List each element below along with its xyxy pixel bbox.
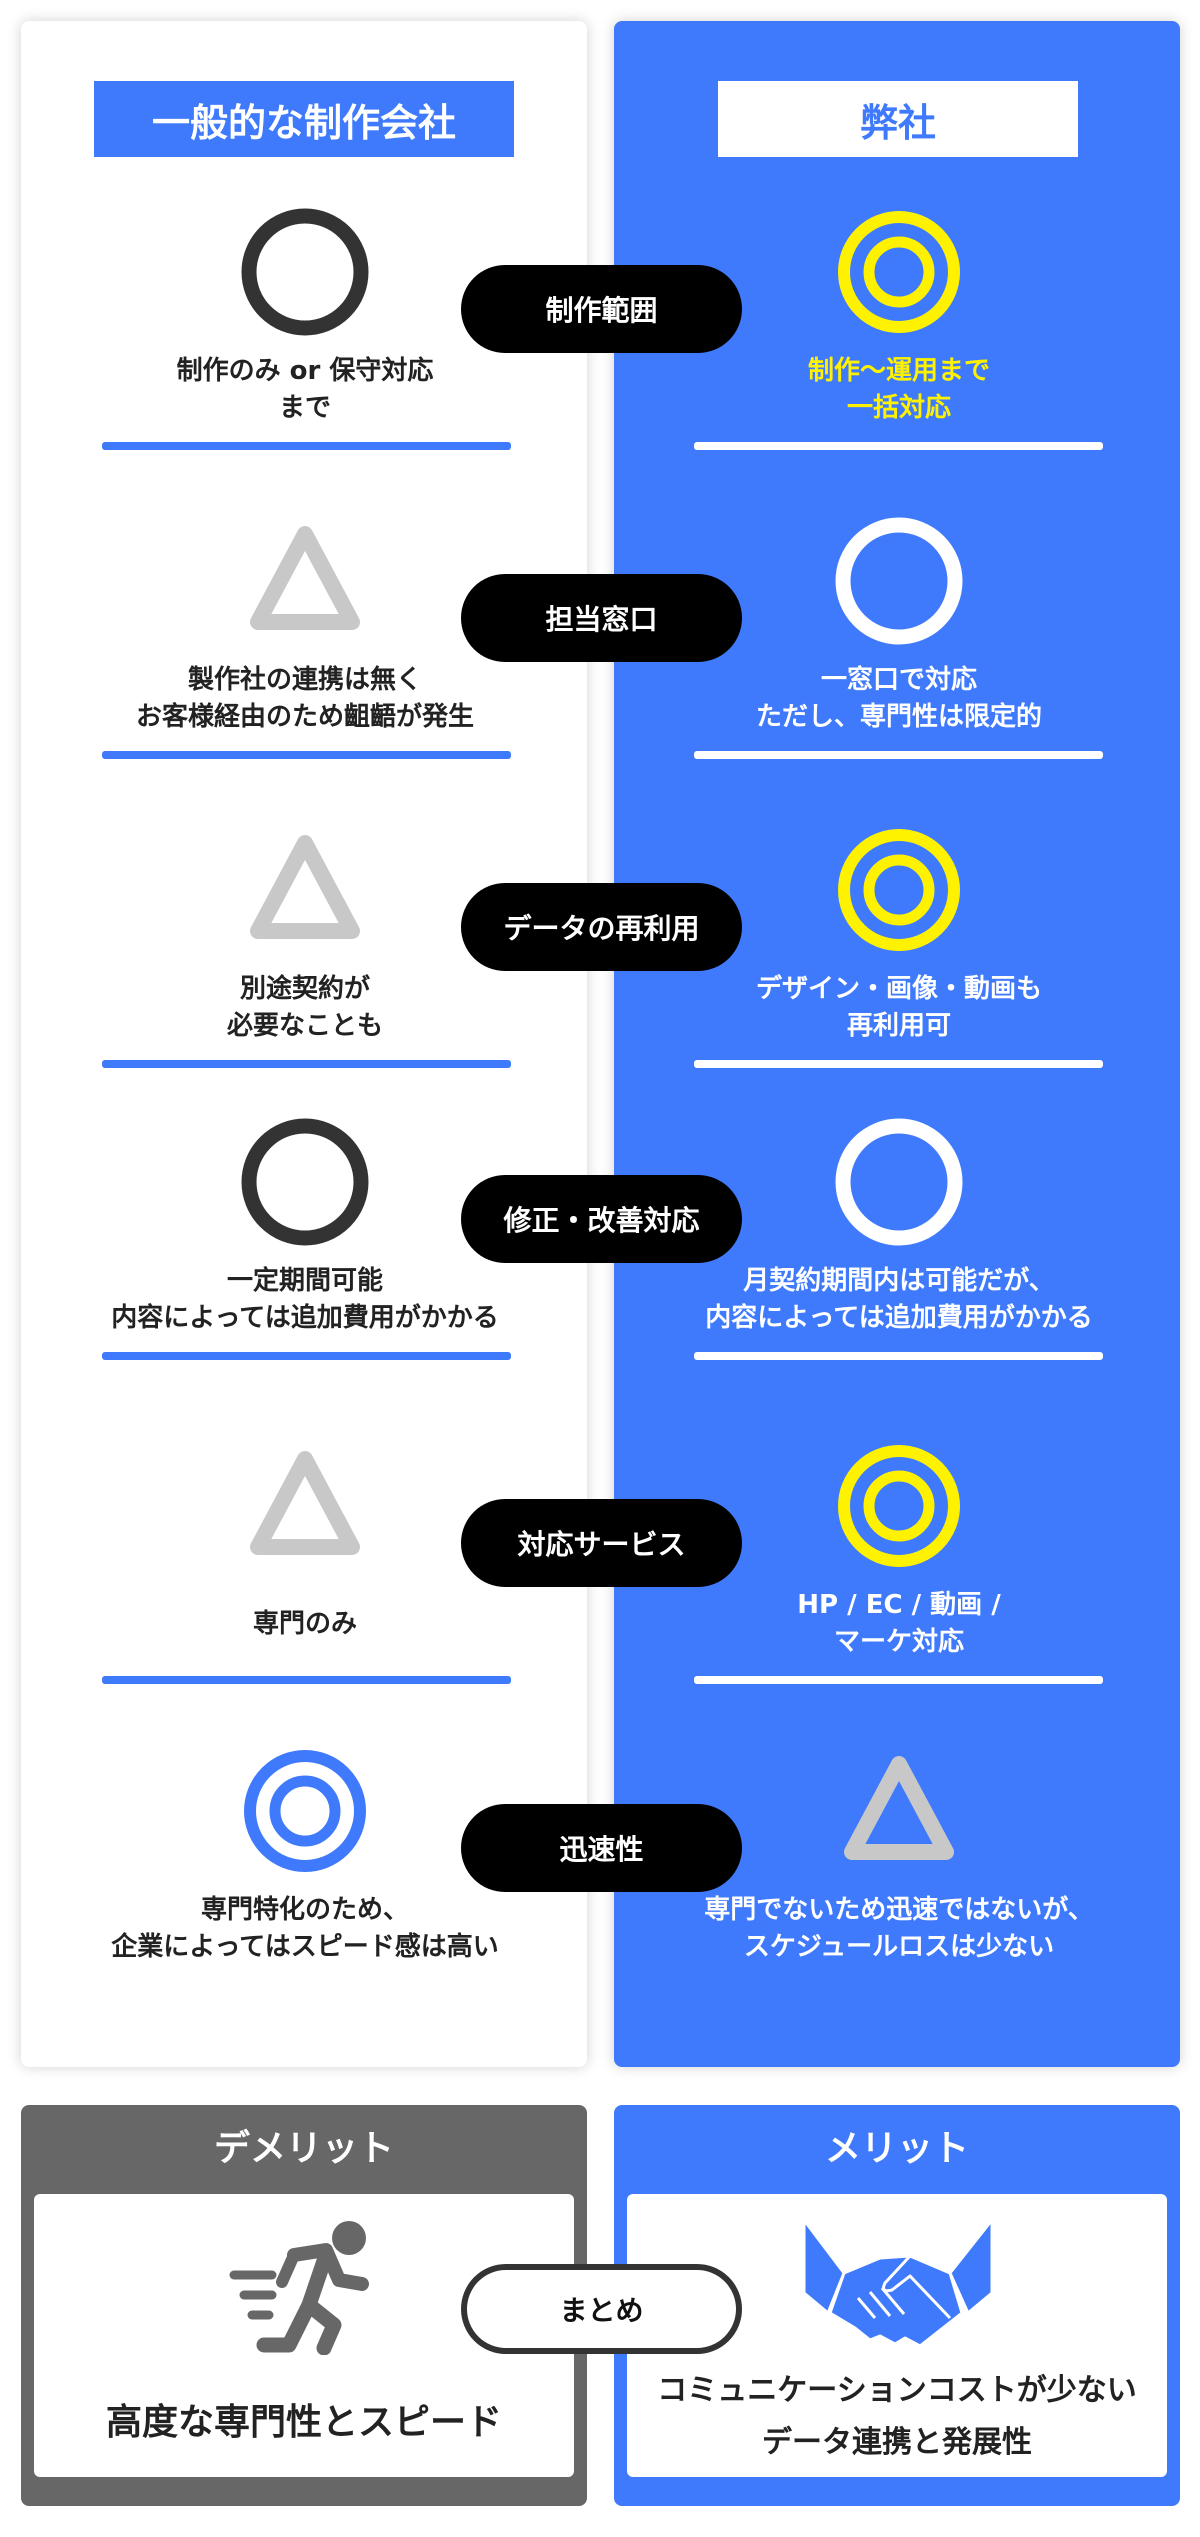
- left-description: 一定期間可能内容によっては追加費用がかかる: [45, 1257, 565, 1343]
- description-line: 別途契約が: [239, 974, 370, 1004]
- left-description: 専門のみ: [45, 1581, 565, 1667]
- row-label-pill: 制作範囲: [461, 265, 742, 353]
- row-divider: [102, 1676, 511, 1684]
- right-description: 月契約期間内は可能だが、内容によっては追加費用がかかる: [639, 1257, 1159, 1343]
- handshake-icon: [802, 2218, 994, 2348]
- row-divider: [102, 1352, 511, 1360]
- row-divider: [694, 751, 1103, 759]
- triangle-gray-icon: [834, 1746, 964, 1876]
- right-description: HP / EC / 動画 / マーケ対応: [639, 1581, 1159, 1667]
- description-line: 製作社の連携は無く: [187, 665, 422, 695]
- right-description: 専門でないため迅速ではないが、スケジュールロスは少ない: [639, 1886, 1159, 1972]
- circle-dark-icon: [240, 207, 370, 337]
- row-divider: [102, 1060, 511, 1068]
- description-line: まで: [278, 393, 331, 423]
- description-line: 専門のみ: [252, 1608, 357, 1639]
- merit-text-line: データ連携と発展性: [762, 2425, 1032, 2460]
- general-company-heading: 一般的な制作会社: [94, 81, 514, 157]
- double-circle-yellow-icon: [834, 825, 964, 955]
- row-divider: [694, 1676, 1103, 1684]
- description-line: 一括対応: [846, 393, 951, 423]
- description-line: 一定期間可能: [226, 1266, 383, 1296]
- row-label-pill: 対応サービス: [461, 1499, 742, 1587]
- summary-pill: まとめ: [461, 2264, 742, 2354]
- triangle-gray-icon: [240, 825, 370, 955]
- demerit-title: デメリット: [213, 2128, 394, 2169]
- circle-white-icon: [834, 1117, 964, 1247]
- our-company-panel: [614, 21, 1180, 2067]
- running-person-icon: [229, 2221, 369, 2355]
- left-description: 製作社の連携は無くお客様経由のため齟齬が発生: [45, 656, 565, 742]
- left-description: 制作のみ or 保守対応まで: [45, 347, 565, 433]
- description-line: デザイン・画像・動画も: [755, 974, 1042, 1004]
- row-label-pill: 迅速性: [461, 1804, 742, 1892]
- our-company-heading: 弊社: [718, 81, 1078, 157]
- circle-white-icon: [834, 516, 964, 646]
- general-company-panel: [21, 21, 587, 2067]
- merit-text: コミュニケーションコストが少ない データ連携と発展性: [627, 2365, 1167, 2469]
- description-line: 制作のみ or 保守対応: [176, 356, 434, 386]
- row-label-pill: 修正・改善対応: [461, 1175, 742, 1263]
- row-divider: [694, 442, 1103, 450]
- description-line: 専門でないため迅速ではないが、: [704, 1895, 1094, 1925]
- triangle-gray-icon: [240, 1441, 370, 1571]
- right-description: 制作〜運用まで一括対応: [639, 347, 1159, 433]
- description-line: マーケ対応: [833, 1627, 964, 1657]
- row-divider: [694, 1352, 1103, 1360]
- description-line: 専門特化のため、: [200, 1895, 409, 1925]
- merit-text-line: コミュニケーションコストが少ない: [657, 2373, 1137, 2408]
- double-circle-yellow-icon: [834, 1441, 964, 1571]
- description-line: 内容によっては追加費用がかかる: [111, 1303, 499, 1333]
- description-line: ただし、専門性は限定的: [755, 702, 1042, 732]
- double-circle-yellow-icon: [834, 207, 964, 337]
- description-line: 制作〜運用まで: [807, 356, 990, 386]
- double-circle-blue-icon: [240, 1746, 370, 1876]
- description-line: 必要なことも: [226, 1011, 383, 1041]
- left-description: 専門特化のため、企業によってはスピード感は高い: [45, 1886, 565, 1972]
- merit-title: メリット: [824, 2128, 969, 2169]
- description-line: HP / EC / 動画 /: [797, 1590, 1001, 1620]
- right-description: デザイン・画像・動画も再利用可: [639, 965, 1159, 1051]
- description-line: 企業によってはスピード感は高い: [111, 1932, 499, 1962]
- circle-dark-icon: [240, 1117, 370, 1247]
- row-divider: [102, 442, 511, 450]
- triangle-gray-icon: [240, 516, 370, 646]
- demerit-text: 高度な専門性とスピード: [105, 2402, 502, 2443]
- row-divider: [102, 751, 511, 759]
- description-line: 一窓口で対応: [820, 665, 977, 695]
- row-divider: [694, 1060, 1103, 1068]
- description-line: 月契約期間内は可能だが、: [743, 1266, 1055, 1296]
- description-line: お客様経由のため齟齬が発生: [135, 702, 474, 732]
- row-label-pill: データの再利用: [461, 883, 742, 971]
- description-line: 再利用可: [846, 1011, 951, 1041]
- description-line: 内容によっては追加費用がかかる: [705, 1303, 1093, 1333]
- right-description: 一窓口で対応ただし、専門性は限定的: [639, 656, 1159, 742]
- row-label-pill: 担当窓口: [461, 574, 742, 662]
- description-line: スケジュールロスは少ない: [743, 1932, 1055, 1962]
- left-description: 別途契約が必要なことも: [45, 965, 565, 1051]
